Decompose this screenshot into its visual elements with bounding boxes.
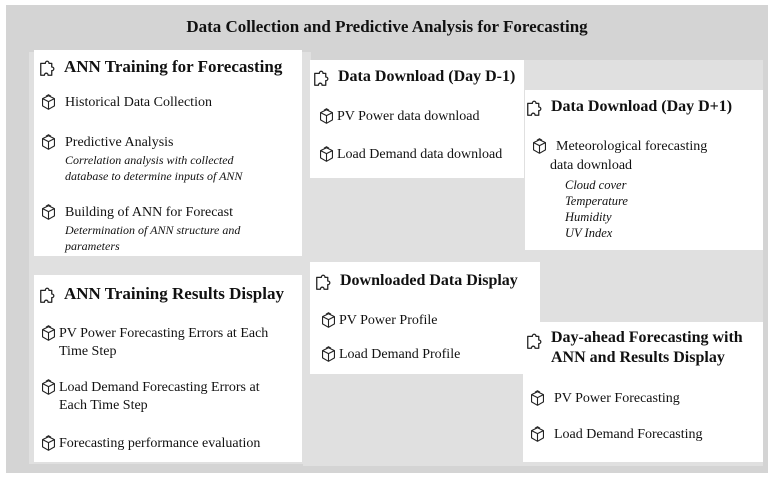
puzzle-piece-icon [525,96,547,118]
weather-variables-list: Cloud cover Temperature Humidity UV Inde… [565,177,628,241]
ann-results-title-text: ANN Training Results Display [64,284,284,303]
box-cube-icon [40,94,57,111]
box-cube-icon [531,138,548,155]
download-d-minus-1-title: Data Download (Day D-1) [312,66,515,88]
downloaded-display-title-text: Downloaded Data Display [340,272,518,289]
download-d-minus-1-card: Data Download (Day D-1) PV Power data do… [310,60,524,178]
step-pv-forecasting: PV Power Forecasting [529,390,680,408]
step-meteorological-download: Meteorological forecasting [531,138,707,156]
box-cube-icon [318,146,335,163]
step-load-errors: Load Demand Forecasting Errors at Each T… [40,379,260,415]
box-cube-icon [320,346,337,363]
downloaded-display-title: Downloaded Data Display [314,270,518,292]
puzzle-piece-icon [314,270,336,292]
day-ahead-card: Day-ahead Forecasting with ANN and Resul… [523,322,763,462]
step-building-ann: Building of ANN for Forecast Determinati… [40,204,240,254]
download-d-plus-1-title: Data Download (Day D+1) [525,96,732,118]
day-ahead-title-line2: ANN and Results Display [551,349,725,366]
ann-training-title: ANN Training for Forecasting [38,56,282,78]
box-cube-icon [320,312,337,329]
downloaded-display-card: Downloaded Data Display PV Power Profile… [310,262,540,374]
box-cube-icon [40,134,57,151]
diagram-title: Data Collection and Predictive Analysis … [186,17,588,36]
step-historical-data: Historical Data Collection [40,94,212,112]
box-cube-icon [40,379,57,396]
puzzle-piece-icon [38,283,60,305]
puzzle-piece-icon [525,329,547,351]
box-cube-icon [529,426,546,443]
weather-var-humidity: Humidity [565,210,612,224]
box-cube-icon [529,390,546,407]
day-ahead-title: Day-ahead Forecasting with ANN and Resul… [525,328,743,368]
step-predictive-analysis: Predictive Analysis Correlation analysis… [40,134,242,184]
box-cube-icon [40,204,57,221]
puzzle-piece-icon [38,56,60,78]
step-performance-eval: Forecasting performance evaluation [40,435,260,453]
step-load-profile: Load Demand Profile [320,346,460,364]
weather-var-cloud: Cloud cover [565,178,627,192]
download-d-plus-1-card: Data Download (Day D+1) Meteorological f… [525,90,763,250]
weather-var-temperature: Temperature [565,194,628,208]
ann-results-card: ANN Training Results Display PV Power Fo… [34,275,302,462]
day-ahead-title-line1: Day-ahead Forecasting with [551,329,743,346]
step-pv-errors: PV Power Forecasting Errors at Each Time… [40,325,268,361]
step-meteorological-download-line2: data download [550,158,633,173]
puzzle-piece-icon [312,66,334,88]
box-cube-icon [40,325,57,342]
step-pv-download: PV Power data download [318,108,479,126]
download-d-minus-1-title-text: Data Download (Day D-1) [338,68,516,85]
step-load-download: Load Demand data download [318,146,502,164]
box-cube-icon [318,108,335,125]
box-cube-icon [40,435,57,452]
ann-training-card: ANN Training for Forecasting Historical … [34,50,302,256]
download-d-plus-1-title-text: Data Download (Day D+1) [551,98,733,115]
ann-training-title-text: ANN Training for Forecasting [64,57,283,76]
weather-var-uv: UV Index [565,226,613,240]
step-load-forecasting: Load Demand Forecasting [529,426,703,444]
ann-results-title: ANN Training Results Display [38,283,284,305]
step-pv-profile: PV Power Profile [320,312,438,330]
